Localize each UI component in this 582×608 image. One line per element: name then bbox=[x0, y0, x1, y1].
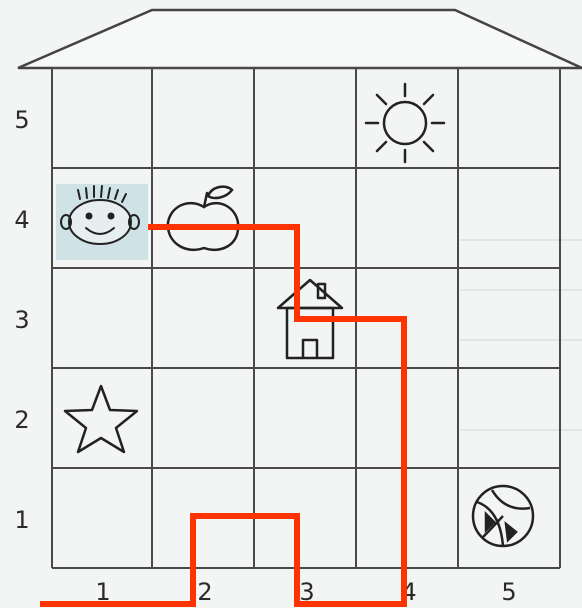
ball-icon bbox=[473, 486, 533, 546]
route-path bbox=[40, 227, 404, 604]
row-labels: 5 4 3 2 1 bbox=[14, 106, 29, 534]
column-label: 5 bbox=[501, 578, 516, 606]
apple-icon bbox=[168, 187, 238, 250]
star-icon bbox=[65, 386, 137, 452]
sun-icon bbox=[366, 84, 444, 162]
roof bbox=[18, 10, 582, 68]
row-label: 4 bbox=[14, 206, 29, 234]
column-label: 2 bbox=[197, 578, 212, 606]
row-label: 3 bbox=[14, 306, 29, 334]
row-label: 1 bbox=[14, 506, 29, 534]
row-label: 5 bbox=[14, 106, 29, 134]
row-label: 2 bbox=[14, 406, 29, 434]
